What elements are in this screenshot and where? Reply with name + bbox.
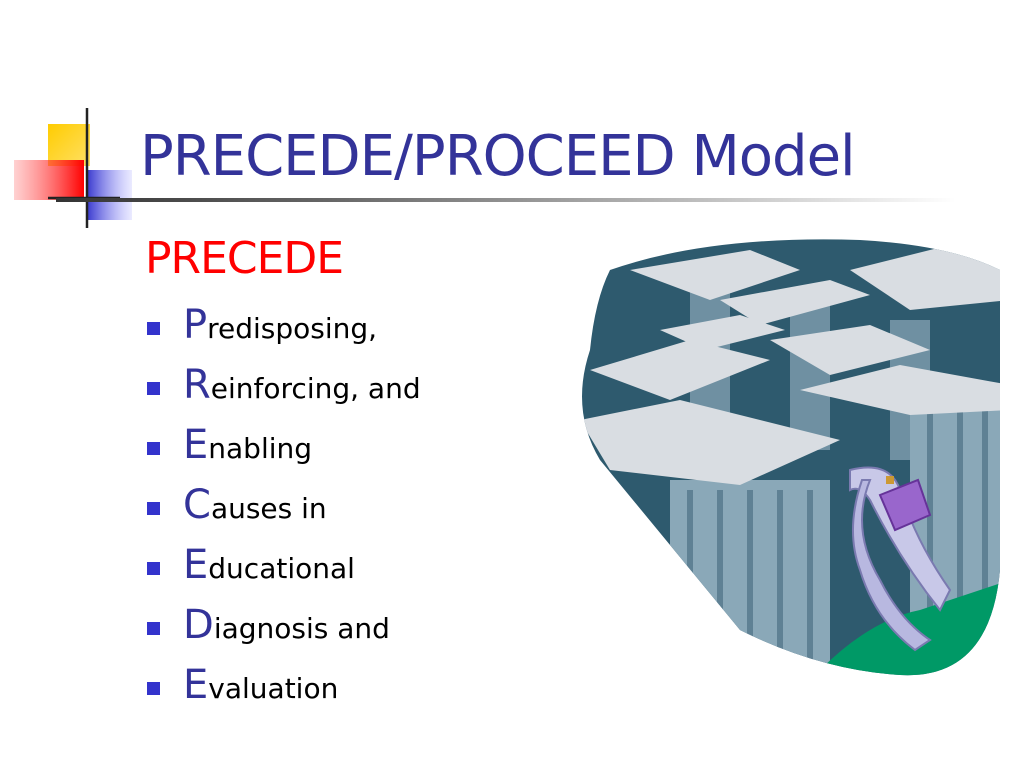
bullet-text: Enabling <box>183 420 312 478</box>
bullet-rest: nabling <box>208 432 313 465</box>
bullet-initial: E <box>183 662 209 708</box>
square-bullet-icon <box>147 682 160 695</box>
bullet-initial: P <box>183 302 208 348</box>
maze-illustration-icon <box>582 239 1000 676</box>
bullet-rest: einforcing, and <box>210 372 421 405</box>
bullet-initial: E <box>183 542 209 588</box>
title-underline <box>56 198 956 202</box>
bullet-initial: E <box>183 422 209 468</box>
bullet-text: Reinforcing, and <box>183 360 421 418</box>
bullet-text: Evaluation <box>183 660 338 718</box>
bullet-rest: auses in <box>210 492 327 525</box>
square-bullet-icon <box>147 622 160 635</box>
bullet-rest: iagnosis and <box>213 612 390 645</box>
bullet-text: Causes in <box>183 480 327 538</box>
square-bullet-icon <box>147 562 160 575</box>
square-bullet-icon <box>147 382 160 395</box>
corner-decoration-icon <box>14 108 132 228</box>
bullet-text: Predisposing, <box>183 300 377 358</box>
bullet-initial: D <box>183 602 214 648</box>
bullet-rest: ducational <box>208 552 355 585</box>
bullet-rest: redisposing, <box>207 312 378 345</box>
square-bullet-icon <box>147 322 160 335</box>
section-heading: PRECEDE <box>145 233 344 284</box>
bullet-initial: R <box>183 362 211 408</box>
slide-title: PRECEDE/PROCEED Model <box>140 124 856 189</box>
bullet-text: Educational <box>183 540 355 598</box>
bullet-text: Diagnosis and <box>183 600 390 658</box>
bullet-initial: C <box>183 482 211 528</box>
bullet-rest: valuation <box>208 672 339 705</box>
square-bullet-icon <box>147 502 160 515</box>
square-bullet-icon <box>147 442 160 455</box>
